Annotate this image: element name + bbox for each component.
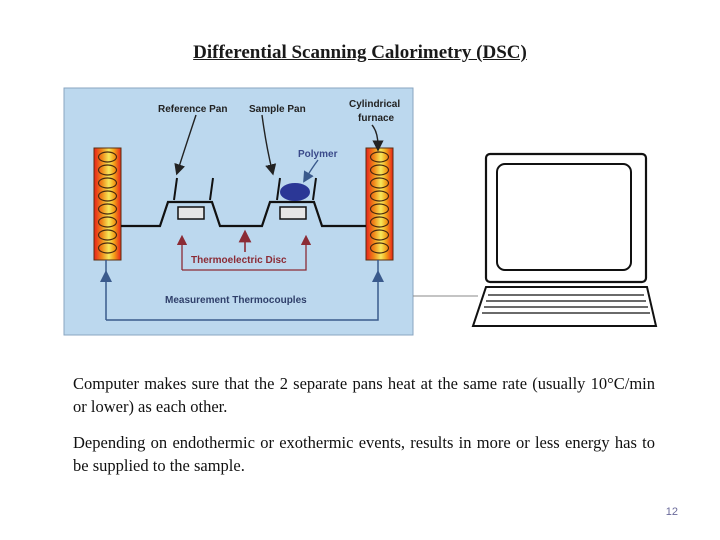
right-heater (365, 147, 394, 261)
polymer-sample (280, 183, 310, 201)
paragraph-heating-rate: Computer makes sure that the 2 separate … (73, 374, 655, 416)
computer-keyboard (471, 286, 658, 327)
label-thermoelectric-disc: Thermoelectric Disc (191, 255, 287, 266)
label-thermocouples: Measurement Thermocouples (165, 295, 307, 306)
slide-title: Differential Scanning Calorimetry (DSC) (193, 42, 527, 63)
label-reference-pan: Reference Pan (158, 104, 227, 115)
sample-pan (276, 177, 317, 220)
computer-monitor (484, 152, 648, 284)
left-heater (93, 147, 122, 261)
paragraph-energy: Depending on endothermic or exothermic e… (73, 433, 655, 475)
label-furnace-line1: Cylindrical (349, 99, 400, 110)
page-number: 12 (665, 506, 678, 518)
thermoelectric-disc-plate (121, 200, 366, 228)
label-furnace-line2: furnace (358, 113, 395, 124)
label-polymer: Polymer (298, 149, 338, 160)
label-sample-pan: Sample Pan (249, 104, 306, 115)
reference-pan (173, 177, 214, 220)
diagram-panel (63, 87, 414, 336)
dsc-diagram: Reference Pan Sample Pan Cylindrical fur… (63, 87, 658, 336)
